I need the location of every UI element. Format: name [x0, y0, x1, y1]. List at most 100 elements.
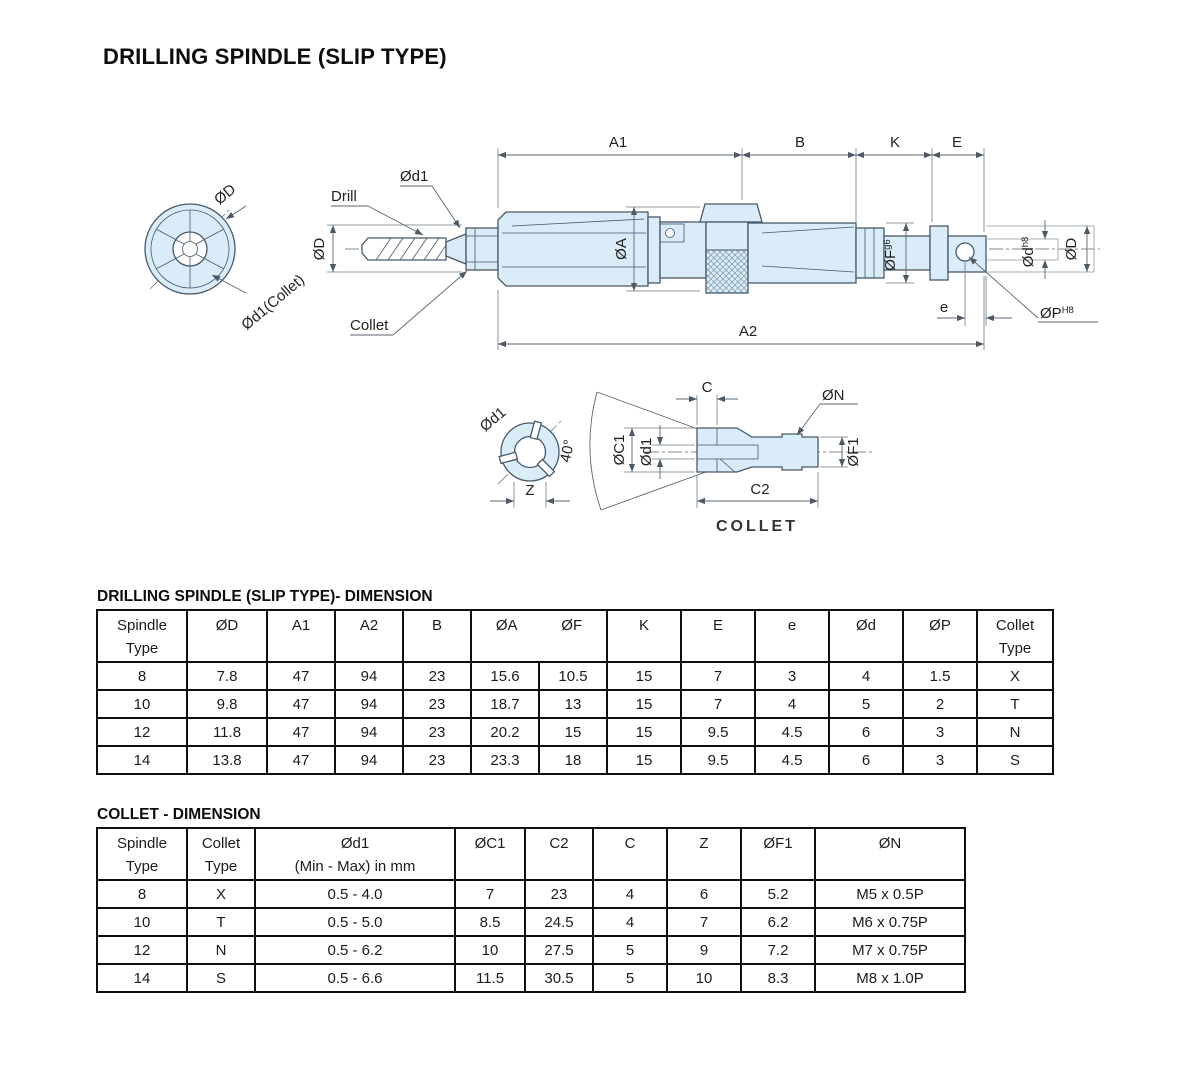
- table-row: 12 N 0.5 - 6.2 10 27.5 5 9 7.2 M7 x 0.75…: [96, 935, 966, 965]
- table-cell: 4: [592, 907, 668, 937]
- column-header: Ød: [828, 609, 904, 663]
- table-cell: 23: [402, 661, 472, 691]
- table-cell: 5.2: [740, 879, 816, 909]
- table-cell: 23: [524, 879, 594, 909]
- table-cell: 10: [454, 935, 526, 965]
- header-row: Spindle Type ØD A1 A2 B ØA ØF K E e Ød: [96, 609, 1054, 663]
- column-header: B: [402, 609, 472, 663]
- table-cell: M7 x 0.75P: [814, 935, 966, 965]
- table-cell: 4.5: [754, 717, 830, 747]
- leader-op: ØPH8: [968, 256, 1098, 323]
- label-od-shank: ØD: [1063, 238, 1080, 261]
- label-e-top: E: [952, 134, 962, 151]
- label-c2: C2: [750, 481, 769, 498]
- column-header: A1: [266, 609, 336, 663]
- table-cell: 14: [96, 745, 188, 775]
- table-cell: M5 x 0.5P: [814, 879, 966, 909]
- table-row: 8 X 0.5 - 4.0 7 23 4 6 5.2 M5 x 0.5P: [96, 879, 966, 909]
- table-cell: 7: [666, 907, 742, 937]
- table-cell: 47: [266, 717, 336, 747]
- label-drill: Drill: [331, 188, 357, 205]
- table-cell: N: [186, 935, 256, 965]
- table-cell: T: [976, 689, 1054, 719]
- table-cell: 23: [402, 689, 472, 719]
- table-cell: 8.3: [740, 963, 816, 993]
- table-cell: 3: [902, 717, 978, 747]
- column-header: Collet Type: [976, 609, 1054, 663]
- spindle-leader-labels: Drill Ød1 Collet: [331, 168, 468, 336]
- table-cell: 47: [266, 689, 336, 719]
- table-cell: 11.8: [186, 717, 268, 747]
- label-c: C: [702, 379, 713, 396]
- column-header: ØF: [561, 617, 583, 634]
- table-cell: 94: [334, 689, 404, 719]
- table-cell: 10: [96, 689, 188, 719]
- label-a2: A2: [739, 323, 757, 340]
- table-cell: 6: [828, 717, 904, 747]
- table-cell: 3: [754, 661, 830, 691]
- table-cell: 0.5 - 6.2: [254, 935, 456, 965]
- table-cell: 0.5 - 4.0: [254, 879, 456, 909]
- dimension-oa: ØA: [613, 206, 700, 292]
- column-header: ØA: [495, 617, 518, 634]
- collet-nose: [445, 227, 499, 271]
- column-header: Collet Type: [186, 827, 256, 881]
- table-cell: 15: [606, 745, 682, 775]
- column-header: C2: [524, 827, 594, 881]
- column-header: ØN: [814, 827, 966, 881]
- table-cell: 9: [666, 935, 742, 965]
- technical-drawing: ØD Ød1(Collet) Drill Ød1 Collet: [144, 134, 1100, 535]
- label-collet-od1-end: Ød1: [477, 404, 510, 435]
- spindle-body: [497, 203, 987, 294]
- table-cell: 0.5 - 5.0: [254, 907, 456, 937]
- column-header: ØC1: [454, 827, 526, 881]
- column-header: ØF1: [740, 827, 816, 881]
- table-row: 14 13.8 47 94 23 23.3 18 15 9.5 4.5 6 3 …: [96, 745, 1054, 775]
- label-a1: A1: [609, 134, 627, 151]
- column-header: Spindle Type: [96, 609, 188, 663]
- table-cell: 23: [402, 717, 472, 747]
- table-cell: 7.2: [740, 935, 816, 965]
- table-cell: 23: [402, 745, 472, 775]
- column-header: Ød1 (Min - Max) in mm: [254, 827, 456, 881]
- collet-table-title: COLLET - DIMENSION: [97, 806, 261, 823]
- label-angle: 40°: [557, 438, 578, 464]
- table-cell: 14: [96, 963, 188, 993]
- table-cell: 10.5: [538, 661, 608, 691]
- label-od1-leader: Ød1: [400, 168, 428, 185]
- column-header: ØP: [902, 609, 978, 663]
- table-cell: 18.7: [470, 689, 540, 719]
- table-cell: 4: [828, 661, 904, 691]
- dimension-od-shank: ØD: [1063, 226, 1091, 272]
- label-b: B: [795, 134, 805, 151]
- table-cell: 24.5: [524, 907, 594, 937]
- table-cell: 3: [902, 745, 978, 775]
- label-of: ØFg6: [882, 239, 899, 270]
- table-cell: 18: [538, 745, 608, 775]
- table-cell: T: [186, 907, 256, 937]
- column-header: K: [606, 609, 682, 663]
- label-z: Z: [525, 482, 534, 499]
- column-header: Z: [666, 827, 742, 881]
- column-header: ØD: [186, 609, 268, 663]
- table-cell: 94: [334, 661, 404, 691]
- dimension-od-nut: ØD: [311, 224, 462, 273]
- table-row: 10 T 0.5 - 5.0 8.5 24.5 4 7 6.2 M6 x 0.7…: [96, 907, 966, 937]
- table-cell: N: [976, 717, 1054, 747]
- table-cell: M8 x 1.0P: [814, 963, 966, 993]
- table-cell: 1.5: [902, 661, 978, 691]
- table-cell: 15: [606, 661, 682, 691]
- spindle-end-view: ØD Ød1(Collet): [144, 181, 308, 334]
- table-cell: 9.5: [680, 745, 756, 775]
- dimension-e: e: [937, 262, 1012, 326]
- table-cell: 0.5 - 6.6: [254, 963, 456, 993]
- table-cell: 7: [454, 879, 526, 909]
- table-row: 12 11.8 47 94 23 20.2 15 15 9.5 4.5 6 3 …: [96, 717, 1054, 747]
- label-od-end-view: ØD: [211, 181, 239, 209]
- table-cell: 2: [902, 689, 978, 719]
- table-row: 8 7.8 47 94 23 15.6 10.5 15 7 3 4 1.5 X: [96, 661, 1054, 691]
- column-header: C: [592, 827, 668, 881]
- column-header: Spindle Type: [96, 827, 188, 881]
- table-cell: 4: [592, 879, 668, 909]
